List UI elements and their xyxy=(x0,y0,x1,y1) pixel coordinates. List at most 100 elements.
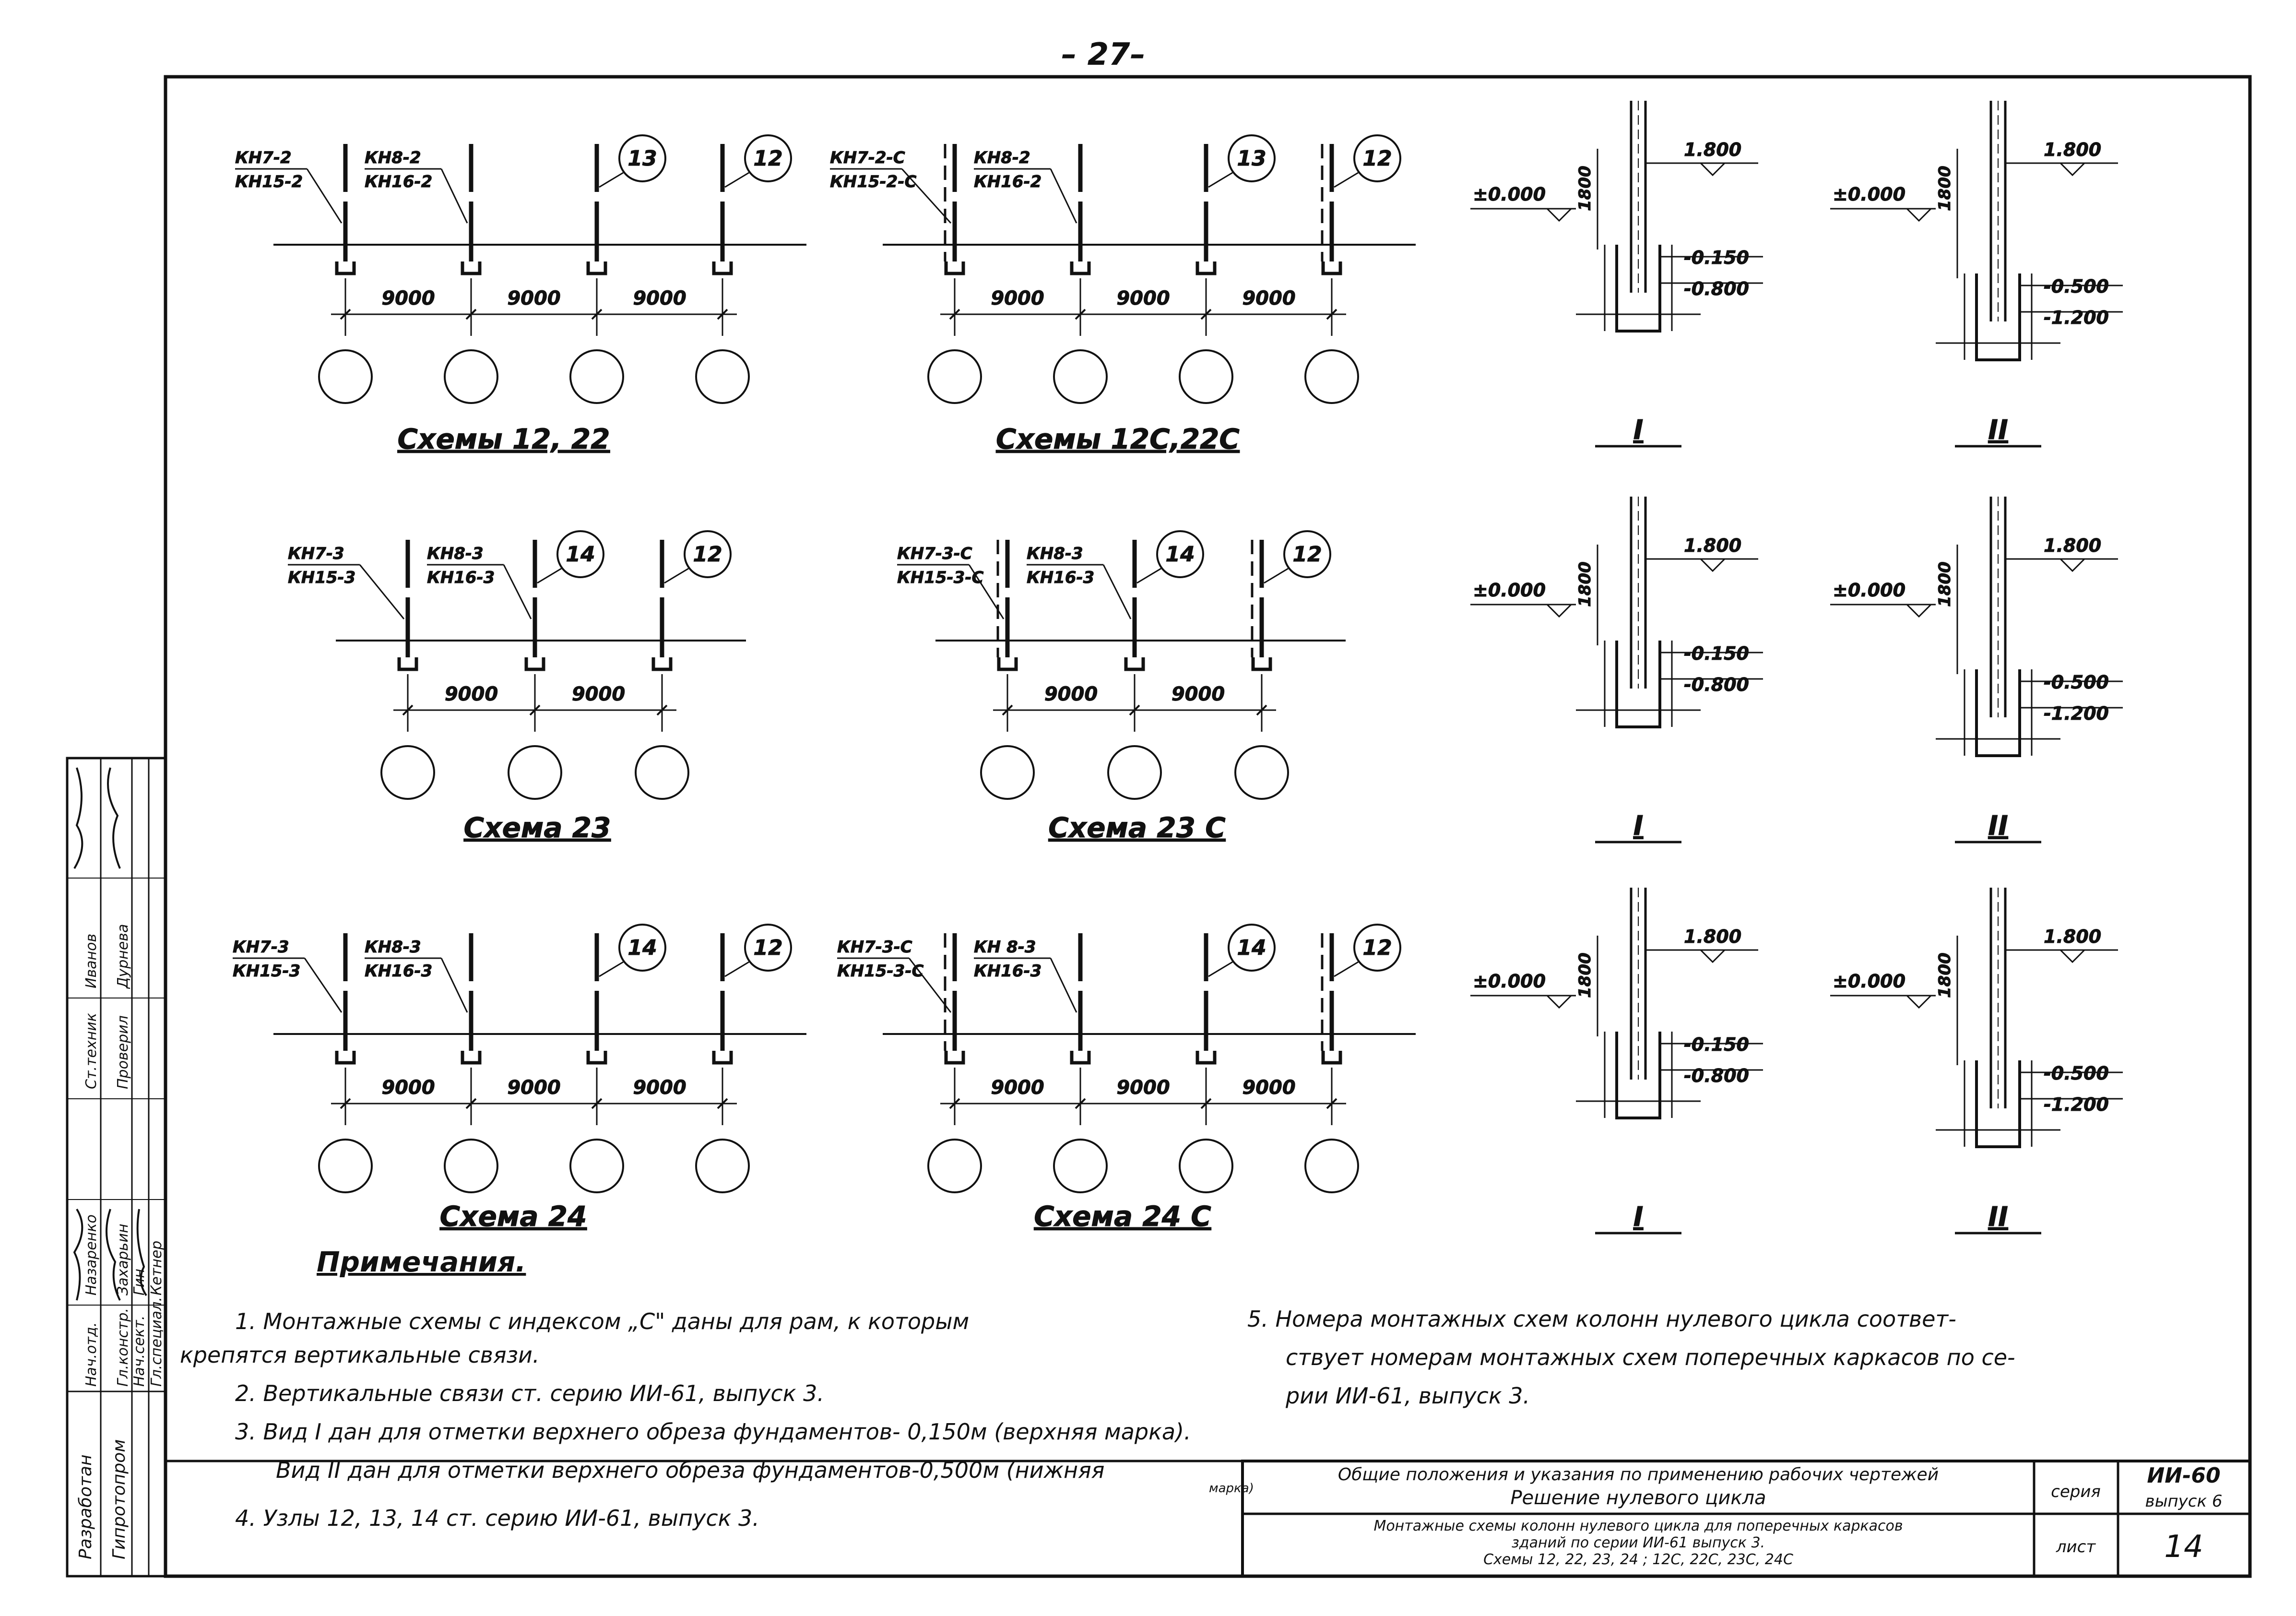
low-level-2: -1.200 xyxy=(2044,307,2109,328)
foundation-circle xyxy=(508,745,562,800)
column-base xyxy=(335,1051,356,1065)
column-mark: КН16-3 xyxy=(427,568,495,587)
column-mark: КН15-3-С xyxy=(897,568,983,587)
level-mark xyxy=(1700,949,1726,963)
leader xyxy=(968,564,1005,619)
column-mark: КН8-2 xyxy=(974,148,1030,167)
stamp-line-5: Схемы 12, 22, 23, 24 ; 12С, 22С, 23С, 24… xyxy=(1483,1551,1793,1568)
node-number: 12 xyxy=(1362,146,1392,171)
side-name-2: Захарьин xyxy=(115,1224,131,1295)
foundation-glass xyxy=(1975,669,2021,757)
leader xyxy=(724,961,749,977)
span-label: 9000 xyxy=(572,683,625,705)
stamp-line-4: зданий по серии ИИ-61 выпуск 3. xyxy=(1512,1534,1765,1551)
stamp-line-1: Общие положения и указания по применению… xyxy=(1338,1465,1939,1485)
span-label: 9000 xyxy=(1172,683,1225,705)
side-role-4: Гл.специал. xyxy=(148,1297,165,1387)
title-block-text: Общие положения и указания по применению… xyxy=(1338,1463,2223,1568)
column-base xyxy=(461,261,482,275)
low-level-1: -0.150 xyxy=(1684,643,1749,664)
column-base xyxy=(651,657,673,671)
detail-label: II xyxy=(1988,1201,2008,1233)
side-role-1: Нач.отд. xyxy=(83,1322,100,1387)
column-mark: КН8-3 xyxy=(427,544,484,563)
scheme-title: Схема 24 С xyxy=(1034,1200,1211,1233)
foundation-circle xyxy=(635,745,689,800)
column-mark: КН16-3 xyxy=(974,962,1041,981)
note-1a: 1. Монтажные схемы с индексом „С" даны д… xyxy=(235,1308,969,1334)
column-base xyxy=(712,261,733,275)
foundation-circle xyxy=(695,1139,750,1193)
column-mark: КН8-2 xyxy=(365,148,421,167)
foundation-circle xyxy=(927,1139,982,1193)
scheme-title: Схемы 12, 22 xyxy=(397,423,610,455)
node-number: 14 xyxy=(1165,542,1195,567)
side-role-3: Нач.сект. xyxy=(131,1316,148,1387)
node-circle xyxy=(684,530,732,578)
foundation-circle xyxy=(569,349,624,404)
level-mark xyxy=(1906,604,1932,618)
node-number: 14 xyxy=(566,542,595,567)
column-mark: КН7-3-С xyxy=(837,938,912,957)
zero-level: ±0.000 xyxy=(1473,184,1546,205)
node-number: 12 xyxy=(693,542,722,567)
stamp-line-2: Решение нулевого цикла xyxy=(1510,1487,1766,1509)
column-mark: КН8-3 xyxy=(365,938,421,957)
foundation-circle xyxy=(318,1139,373,1193)
side-stamp xyxy=(66,757,167,1578)
top-level: 1.800 xyxy=(1684,535,1741,556)
column-mark: КН16-2 xyxy=(365,172,432,191)
foundation-circle xyxy=(1234,745,1289,800)
leader xyxy=(1050,168,1077,224)
column-mark: КН7-3-С xyxy=(897,544,972,563)
side-razrabotan: Разработан xyxy=(76,1454,95,1559)
column-mark: КН 8-3 xyxy=(974,938,1036,957)
column-base xyxy=(1124,657,1145,671)
node-number: 12 xyxy=(1362,936,1392,960)
zero-level: ±0.000 xyxy=(1473,971,1546,992)
scheme-title: Схема 23 С xyxy=(1048,811,1226,844)
note-5a: 5. Номера монтажных схем колонн нулевого… xyxy=(1247,1306,1956,1332)
side-name-6: Дурнева xyxy=(115,924,131,989)
leader xyxy=(908,958,952,1013)
note-5b: ствует номерам монтажных схем поперечных… xyxy=(1286,1344,2015,1370)
scheme-title: Схема 24 xyxy=(440,1200,587,1233)
leader xyxy=(440,168,468,224)
page-number: – 27– xyxy=(1061,37,1145,72)
note-3c: марка) xyxy=(1209,1481,1254,1496)
level-mark xyxy=(2059,949,2085,963)
column-mark: КН7-2 xyxy=(235,148,292,167)
column-base xyxy=(1321,261,1342,275)
level-mark xyxy=(1700,162,1726,177)
detail-label: I xyxy=(1633,1201,1644,1233)
detail-label: II xyxy=(1988,810,2008,842)
column-mark: КН15-3 xyxy=(233,962,300,981)
leader xyxy=(599,172,624,188)
height-dim: 1800 xyxy=(1575,561,1595,607)
column-mark: КН7-3 xyxy=(288,544,344,563)
height-dim: 1800 xyxy=(1935,166,1954,211)
column-mark: КН16-3 xyxy=(365,962,432,981)
column-base xyxy=(397,657,418,671)
seria-value: ИИ-60 xyxy=(2147,1463,2220,1488)
foundation-circle xyxy=(1179,349,1233,404)
foundation-glass xyxy=(1975,1060,2021,1148)
column-base xyxy=(944,261,965,275)
height-dim: 1800 xyxy=(1935,561,1954,607)
foundation-circle xyxy=(980,745,1035,800)
note-1b: крепятся вертикальные связи. xyxy=(180,1342,540,1368)
column-base xyxy=(1195,1051,1217,1065)
span-label: 9000 xyxy=(1116,1077,1170,1099)
leader xyxy=(1136,568,1161,584)
span-label: 9000 xyxy=(633,1077,686,1099)
span-label: 9000 xyxy=(381,287,435,309)
